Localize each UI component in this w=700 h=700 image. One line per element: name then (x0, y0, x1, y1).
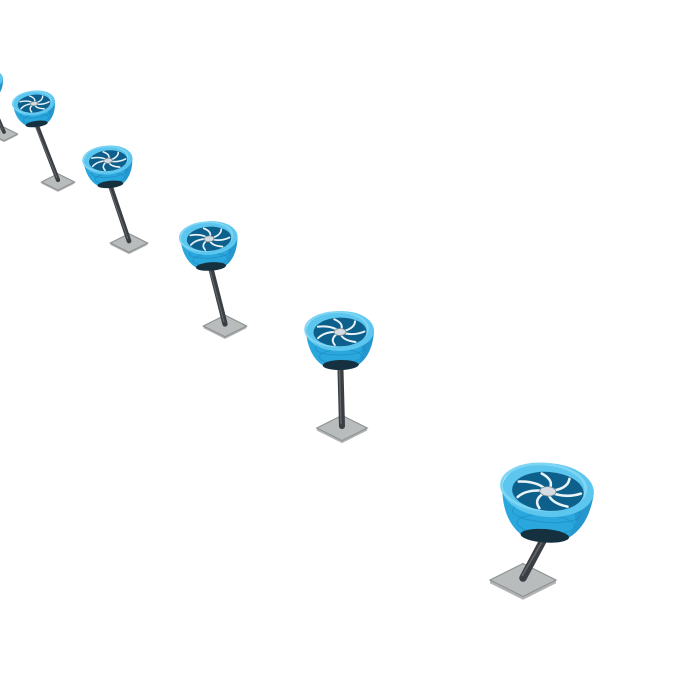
turbine-head (178, 221, 238, 271)
base-plate-edge (203, 326, 247, 339)
rotor-hub (333, 328, 347, 336)
turbine-4 (304, 310, 374, 444)
turbine-5 (488, 462, 594, 600)
pole-highlight (338, 364, 342, 425)
base-plate-edge (316, 428, 368, 444)
base-plate-edge (110, 243, 148, 255)
turbine-head (11, 90, 55, 128)
pole-highlight (208, 266, 225, 323)
turbine-head (500, 462, 594, 543)
housing-bottom (97, 180, 124, 189)
housing-bottom (520, 528, 570, 543)
housing-bottom (25, 120, 48, 128)
housing-bottom (322, 359, 359, 371)
rotor-hub (29, 101, 39, 107)
pole-highlight (34, 124, 58, 179)
pole-highlight (0, 122, 4, 131)
pole (337, 359, 346, 430)
turbine-6 (0, 69, 19, 143)
housing-bottom (195, 262, 227, 271)
rotor-hub (203, 235, 215, 243)
turbine-head (304, 310, 374, 371)
turbine-2 (82, 145, 149, 255)
turbine-head (82, 145, 133, 189)
turbine-1 (11, 90, 76, 192)
turbine-head (0, 69, 3, 99)
turbine-3 (178, 221, 248, 339)
rotor-hub (103, 157, 113, 164)
turbines-group (0, 69, 594, 600)
rotor-hub (539, 486, 557, 497)
pole-highlight (107, 184, 129, 240)
